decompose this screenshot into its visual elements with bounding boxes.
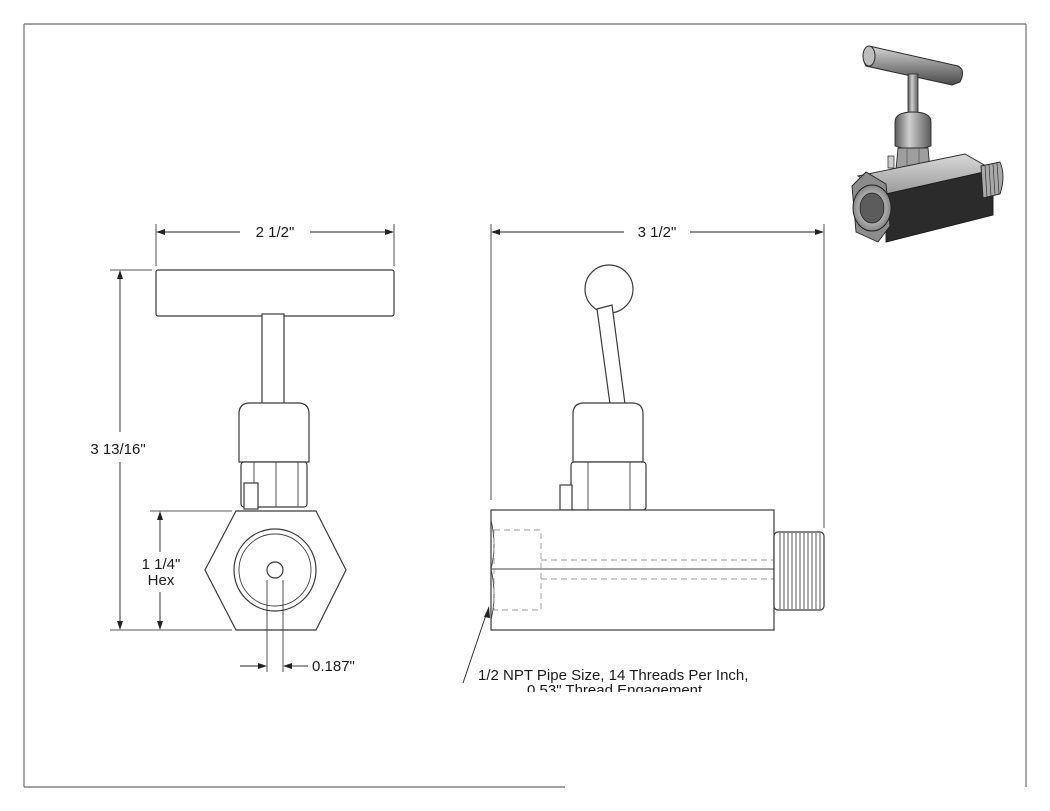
thread-note-line1: 1/2 NPT Pipe Size, 14 Threads Per Inch, — [478, 667, 748, 684]
dim-hex-label: Hex — [148, 572, 175, 589]
thread-note: 1/2 NPT Pipe Size, 14 Threads Per Inch, … — [440, 606, 800, 712]
side-threaded-end — [773, 531, 825, 611]
side-view — [490, 264, 825, 631]
dim-handle-width: 2 1/2" — [256, 224, 295, 241]
front-lock-pin — [243, 482, 259, 510]
dim-overall-length: 3 1/2" — [638, 224, 677, 241]
dim-overall-height: 3 13/16" — [90, 441, 145, 458]
dim-hex-size: 1 1/4" — [142, 556, 181, 573]
sheet-border — [23, 23, 1027, 788]
front-stem — [261, 313, 285, 405]
needle-valve-3d-render-icon — [851, 45, 1004, 243]
front-port-inner — [238, 533, 312, 607]
dim-orifice: 0.187" — [312, 658, 355, 675]
side-body — [490, 509, 775, 631]
side-bonnet-cap — [572, 402, 644, 463]
front-handle-bar — [155, 269, 395, 317]
front-orifice — [266, 561, 284, 579]
side-packing-nut — [570, 461, 647, 511]
side-dimensions: 3 1/2" — [490, 224, 825, 528]
front-dimensions: 2 1/2" 3 13/16" 1 1/4" Hex 0.187" — [90, 224, 395, 675]
front-bonnet-cap — [238, 402, 310, 463]
side-lock-pin — [559, 484, 573, 511]
front-view — [155, 269, 395, 631]
side-stem — [596, 304, 626, 405]
